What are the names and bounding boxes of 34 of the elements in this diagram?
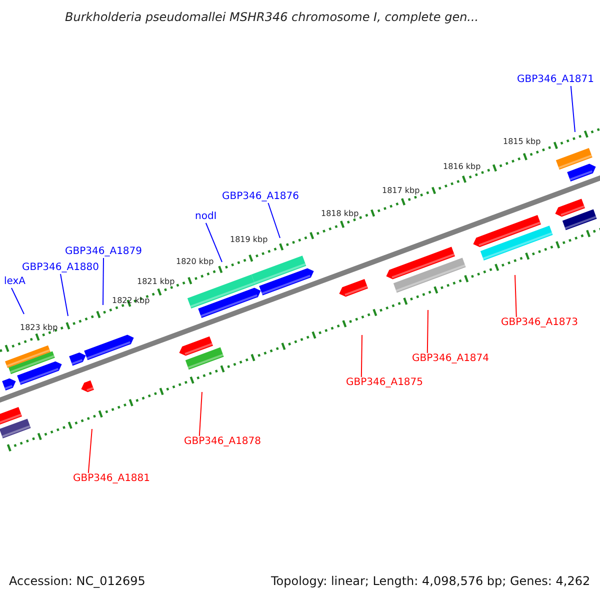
scale-label: 1817 kbp [382, 186, 420, 196]
leader-line [360, 334, 362, 378]
gene-label: GBP346_A1881 [73, 473, 150, 485]
leader-line [205, 222, 222, 262]
footer-text: Accession: NC_012695 [9, 574, 146, 588]
gene-label: nodI [195, 211, 217, 223]
scale-label: 1819 kbp [230, 235, 268, 245]
gene-label: GBP346_A1876 [222, 191, 300, 203]
leader-line [102, 258, 104, 306]
scale-label: 1823 kbp [20, 323, 58, 333]
leader-line [11, 288, 24, 314]
gene-label: GBP346_A1874 [412, 353, 490, 365]
gene-label: GBP346_A1875 [346, 377, 424, 389]
leader-line [198, 392, 202, 436]
scale-label: 1816 kbp [443, 162, 481, 172]
gene-label: GBP346_A1871 [517, 74, 594, 86]
footer-text: Topology: linear; Length: 4,098,576 bp; Genes: 4,262 [271, 574, 590, 588]
leader-line [268, 202, 280, 238]
scale-label: 1818 kbp [321, 209, 359, 219]
leader-line [570, 86, 576, 132]
gene-label: GBP346_A1880 [22, 262, 100, 274]
map-title: Burkholderia pseudomallei MSHR346 chromosome I, complete gen... [65, 10, 479, 24]
gene-label: GBP346_A1873 [501, 317, 578, 329]
gene-label: GBP346_A1878 [184, 436, 262, 448]
leader-line [514, 274, 517, 318]
gene-label: GBP346_A1879 [65, 246, 142, 258]
scale-label: 1821 kbp [137, 277, 175, 287]
scale-label: 1815 kbp [503, 137, 541, 147]
scale-label: 1820 kbp [176, 257, 214, 267]
leader-line [60, 274, 68, 316]
gene-label: lexA [4, 276, 26, 288]
leader-line [426, 310, 428, 354]
leader-line [88, 428, 92, 474]
scale-label: 1822 kbp [112, 296, 150, 306]
